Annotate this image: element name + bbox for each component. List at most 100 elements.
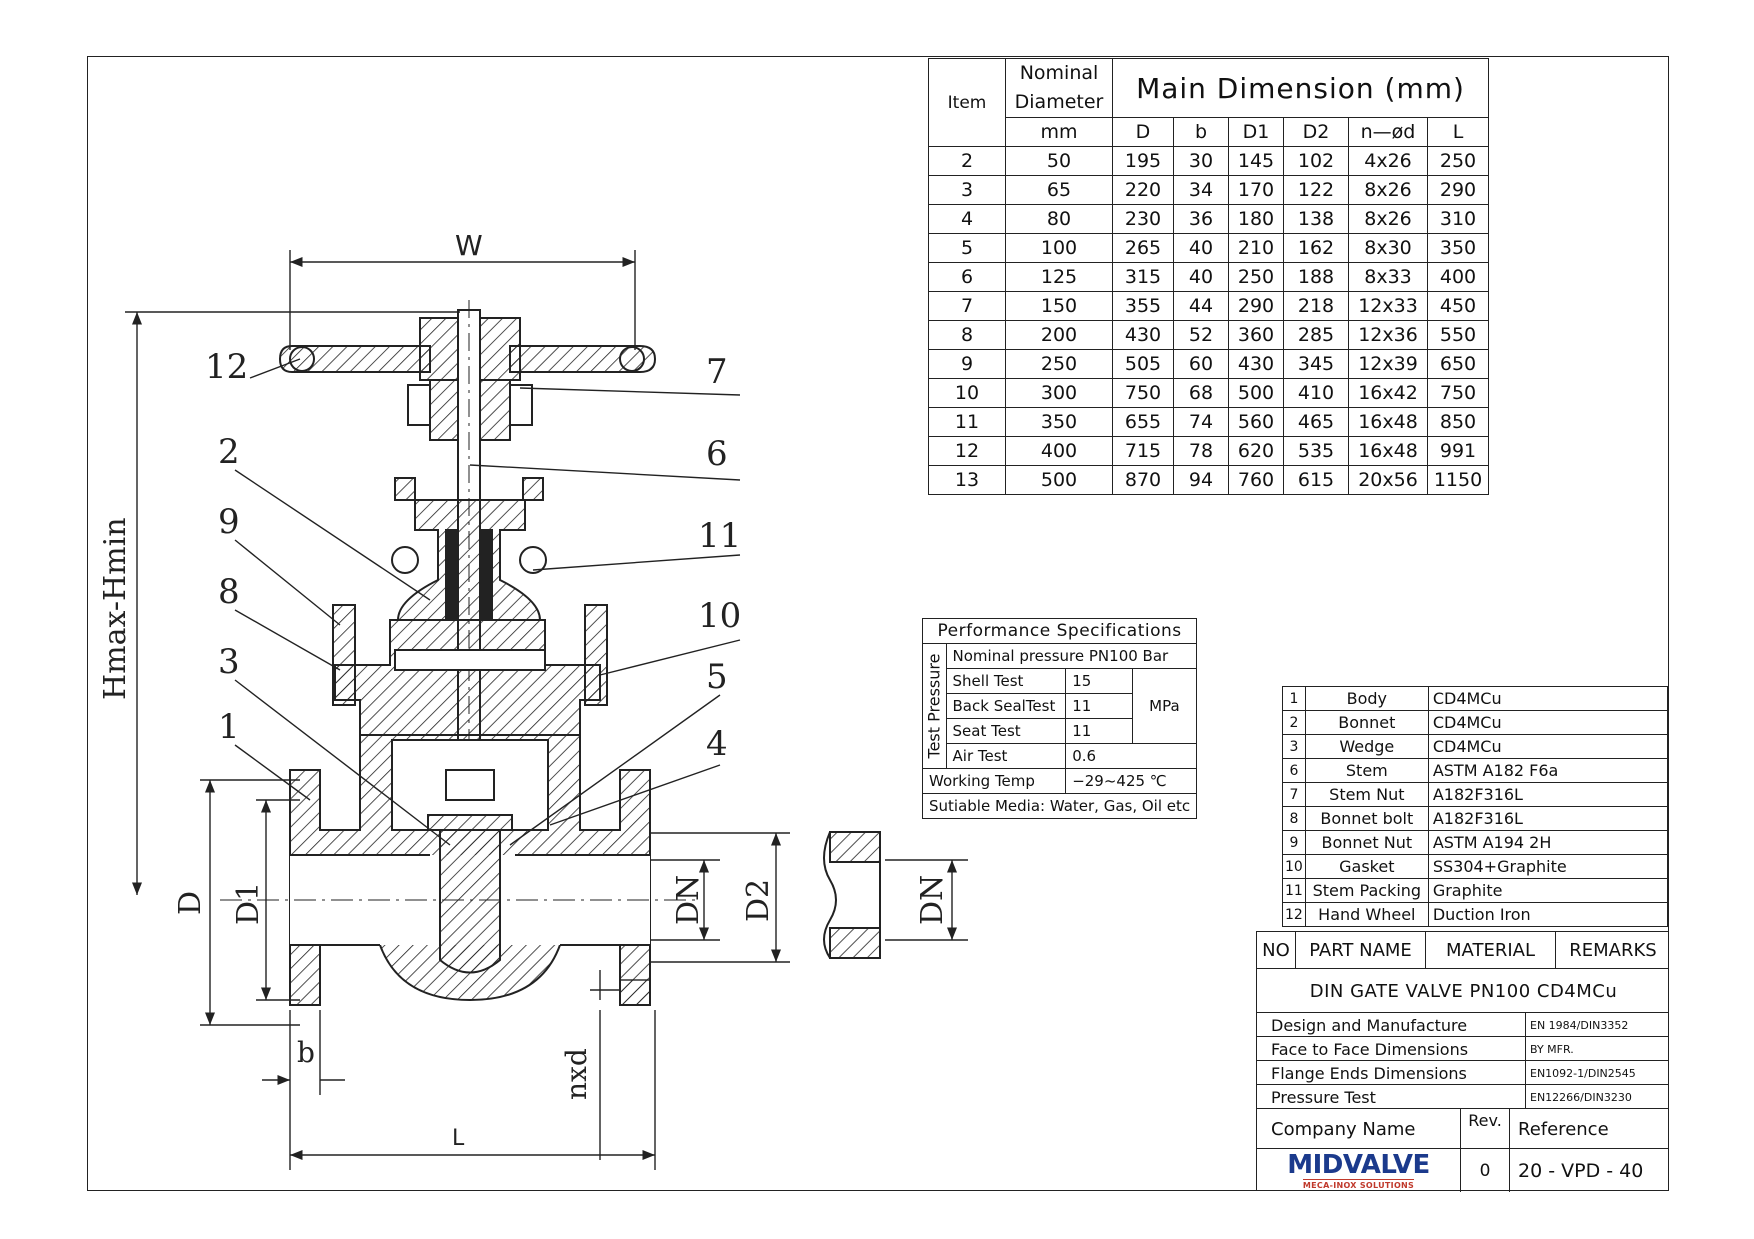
test-name: Air Test xyxy=(945,743,1067,769)
standard-label: Pressure Test xyxy=(1271,1087,1376,1107)
part-name: Stem Packing xyxy=(1304,878,1429,903)
balloon-4: 4 xyxy=(706,724,728,764)
dimension-cell: 40 xyxy=(1173,233,1229,263)
dimension-cell: 760 xyxy=(1228,465,1284,495)
dimension-cell: 1150 xyxy=(1427,465,1489,495)
label-b: b xyxy=(297,1036,315,1069)
label-D2: D2 xyxy=(741,879,776,922)
dimension-cell: 52 xyxy=(1173,320,1229,350)
dimension-cell: 250 xyxy=(1005,349,1113,379)
dimension-cell: 36 xyxy=(1173,204,1229,234)
hand-wheel-right xyxy=(509,345,657,373)
part-no: 9 xyxy=(1282,830,1306,855)
unit-header: D2 xyxy=(1283,117,1349,147)
dimension-cell: 430 xyxy=(1112,320,1174,350)
part-material: CD4MCu xyxy=(1427,686,1668,711)
test-value: 11 xyxy=(1065,693,1133,719)
valve-title: DIN GATE VALVE PN100 CD4MCu xyxy=(1309,980,1618,1002)
dimension-cell: 44 xyxy=(1173,291,1229,321)
balloon-10: 10 xyxy=(698,596,741,636)
label-L: L xyxy=(452,1126,465,1151)
test-value: 0.6 xyxy=(1065,743,1198,769)
dimension-cell: 210 xyxy=(1228,233,1284,263)
dimension-cell: 500 xyxy=(1228,378,1284,408)
dimension-cell: 16x42 xyxy=(1348,378,1428,408)
part-name: Gasket xyxy=(1304,854,1429,879)
dimension-cell: 138 xyxy=(1283,204,1349,234)
logo-main: MIDVALVE xyxy=(1287,1149,1430,1180)
dimension-cell: 65 xyxy=(1005,175,1113,205)
label-nxd: nxd xyxy=(560,1048,593,1100)
eye-bolt-left xyxy=(391,546,419,574)
header-remarks: REMARKS xyxy=(1555,932,1670,969)
dimension-cell: 230 xyxy=(1112,204,1174,234)
header-main-dimension: Main Dimension (mm) xyxy=(1112,58,1489,118)
dimension-cell: 715 xyxy=(1112,436,1174,466)
dimension-cell: 220 xyxy=(1112,175,1174,205)
unit-header: mm xyxy=(1005,117,1113,147)
unit-header: b xyxy=(1173,117,1229,147)
dimension-cell: 310 xyxy=(1427,204,1489,234)
standard-value: BY MFR. xyxy=(1525,1037,1670,1061)
performance-title: Performance Specifications xyxy=(921,618,1198,644)
nominal-pressure: Nominal pressure PN100 Bar xyxy=(945,643,1198,669)
dimension-cell: 535 xyxy=(1283,436,1349,466)
label-D1: D1 xyxy=(231,882,266,925)
bonnet-bolt-left xyxy=(332,604,356,706)
reference-value: 20 - VPD - 40 xyxy=(1509,1149,1670,1192)
dimension-cell: 100 xyxy=(1005,233,1113,263)
test-name: Back SealTest xyxy=(945,693,1067,719)
unit-header: n—ød xyxy=(1348,117,1428,147)
dimension-cell: 285 xyxy=(1283,320,1349,350)
company-name-label: Company Name xyxy=(1271,1118,1416,1140)
dimension-cell: 30 xyxy=(1173,146,1229,176)
label-DN: DN xyxy=(671,875,706,925)
label-D: D xyxy=(173,891,208,915)
balloon-11: 11 xyxy=(698,516,741,556)
header-nominal: Nominal xyxy=(1019,62,1099,84)
standard-value: EN12266/DIN3230 xyxy=(1525,1085,1670,1109)
dimension-cell: 150 xyxy=(1005,291,1113,321)
dimension-cell: 655 xyxy=(1112,407,1174,437)
logo-sub: MECA-INOX SOLUTIONS xyxy=(1302,1178,1415,1190)
bonnet-bolt-right xyxy=(584,604,608,706)
unit-header: D xyxy=(1112,117,1174,147)
dimension-cell: 4x26 xyxy=(1348,146,1428,176)
company-logo: MIDVALVE MECA-INOX SOLUTIONS xyxy=(1257,1149,1460,1192)
dimension-cell: 170 xyxy=(1228,175,1284,205)
dimension-cell: 162 xyxy=(1283,233,1349,263)
balloon-6: 6 xyxy=(706,434,728,474)
test-pressure-label: Test Pressure xyxy=(922,643,947,769)
dimension-cell: 8x30 xyxy=(1348,233,1428,263)
part-material: A182F316L xyxy=(1427,806,1668,831)
dimension-table: Item Nominal Diameter Main Dimension (mm… xyxy=(928,58,1489,495)
dimension-cell: 350 xyxy=(1005,407,1113,437)
unit-header: L xyxy=(1427,117,1489,147)
part-no: 11 xyxy=(1282,878,1306,903)
dimension-cell: 12x33 xyxy=(1348,291,1428,321)
dimension-cell: 450 xyxy=(1427,291,1489,321)
dimension-cell: 125 xyxy=(1005,262,1113,292)
test-name: Seat Test xyxy=(945,718,1067,744)
balloon-9: 9 xyxy=(218,502,240,542)
dimension-cell: 400 xyxy=(1427,262,1489,292)
dimension-cell: 188 xyxy=(1283,262,1349,292)
title-row: DIN GATE VALVE PN100 CD4MCu xyxy=(1256,968,1669,1012)
dimension-cell: 345 xyxy=(1283,349,1349,379)
dimension-cell: 12x36 xyxy=(1348,320,1428,350)
dimension-cell: 991 xyxy=(1427,436,1489,466)
eye-bolt-right xyxy=(519,546,547,574)
balloon-12: 12 xyxy=(205,347,248,387)
dimension-cell: 355 xyxy=(1112,291,1174,321)
dimension-cell: 68 xyxy=(1173,378,1229,408)
dimension-cell: 870 xyxy=(1112,465,1174,495)
